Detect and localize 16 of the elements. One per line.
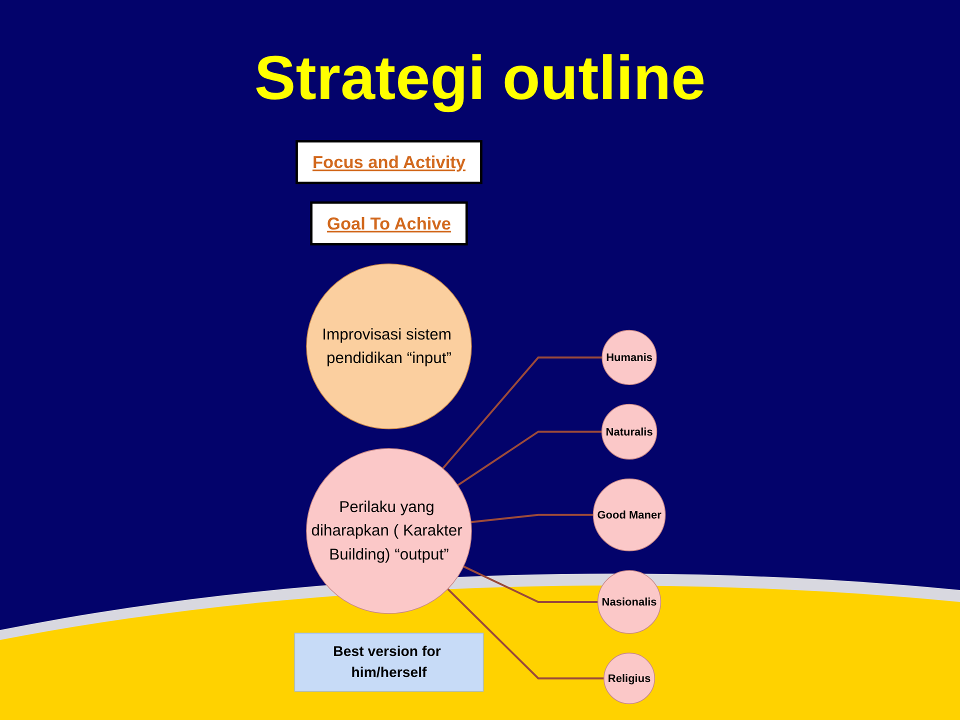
- connector: [457, 430, 602, 486]
- node-box: Best version for him/herself: [294, 632, 484, 692]
- connector: [447, 588, 604, 680]
- node-circle: Nasionalis: [597, 570, 662, 634]
- node-circle: Improvisasi sistem pendidikan “input”: [306, 263, 472, 430]
- node-circle: Humanis: [602, 330, 657, 386]
- node-box: Focus and Activity: [296, 140, 482, 184]
- connector: [470, 514, 594, 524]
- connector: [463, 566, 598, 603]
- node-circle: Good Maner: [592, 478, 666, 552]
- connector: [442, 356, 602, 470]
- node-box: Goal To Achive: [310, 201, 468, 246]
- slide-title: Strategi outline: [254, 45, 706, 114]
- node-circle: Perilaku yang diharapkan ( Karakter Building) “output”: [306, 448, 472, 614]
- node-circle: Naturalis: [601, 404, 658, 460]
- node-circle: Religius: [604, 652, 656, 704]
